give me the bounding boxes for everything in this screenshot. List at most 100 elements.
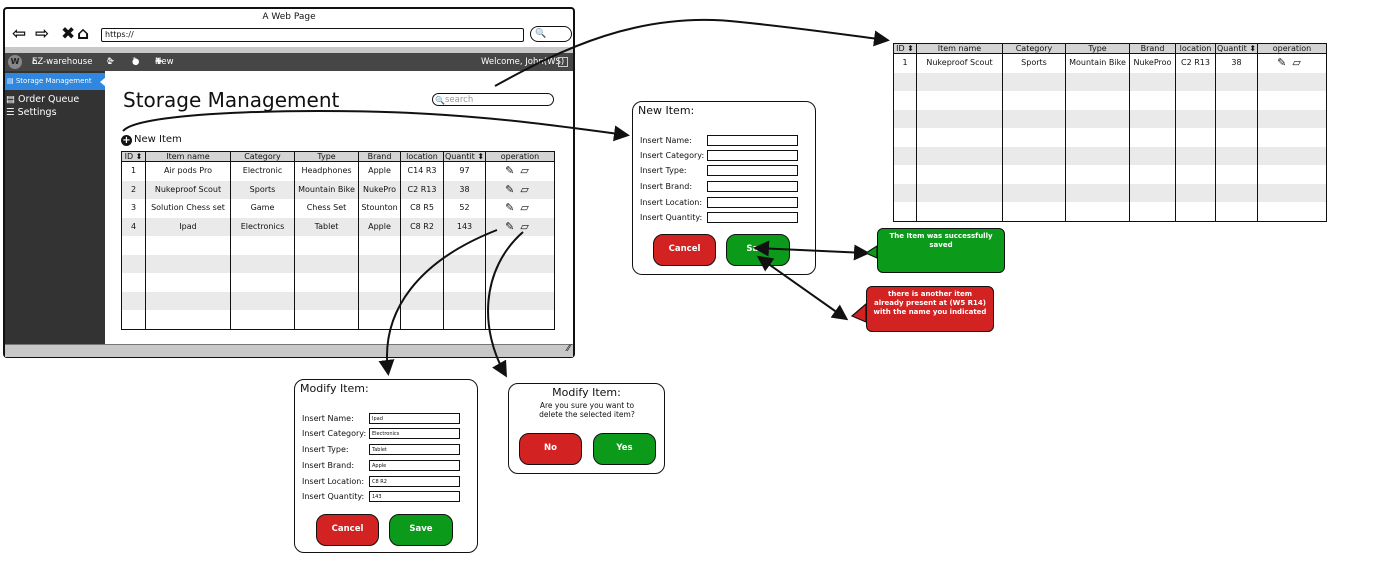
yes-button[interactable]: Yes	[593, 433, 656, 465]
resize-grip-icon[interactable]: ⁄⁄	[566, 344, 570, 354]
table-icon: ▤	[7, 77, 14, 85]
sidebar-item-settings[interactable]: ☰ Settings	[6, 107, 57, 118]
comment-bubble-icon: ●	[132, 57, 140, 67]
name-input[interactable]	[707, 135, 798, 146]
save-button[interactable]: Save	[389, 514, 453, 546]
url-input[interactable]: https://	[101, 28, 524, 42]
table-row-empty	[893, 165, 1327, 184]
location-input[interactable]: C8 R2	[369, 476, 460, 487]
new-item-dialog: New Item: Insert Name: Insert Category: …	[632, 101, 816, 275]
page-title: Storage Management	[123, 88, 340, 112]
cell-operations: ✎▱	[485, 217, 555, 236]
table-row-empty	[121, 291, 555, 310]
table-row: 4 Ipad Electronics Tablet Apple C8 R2 14…	[121, 217, 555, 236]
site-name-label: EZ-warehouse	[32, 57, 93, 67]
magnifier-icon: 🔍	[535, 29, 547, 39]
home-icon[interactable]: ⌂	[77, 24, 90, 44]
table-row-empty	[893, 128, 1327, 147]
user-avatar-icon[interactable]	[558, 57, 568, 67]
eraser-icon[interactable]: ▱	[520, 219, 535, 233]
table-row: 1 Nukeproof Scout Sports Mountain Bike N…	[893, 53, 1327, 73]
pencil-icon[interactable]: ✎	[505, 201, 521, 215]
table-row-empty	[121, 236, 555, 255]
browser-nav-row: ⇦ ⇨ ✖ ⌂ https:// 🔍	[5, 23, 573, 47]
cell-item-name: Ipad	[145, 217, 231, 236]
storage-table: ID ⬍ Item name Category Type Brand locat…	[121, 151, 555, 330]
success-toast-pointer	[864, 244, 878, 259]
field-label: Insert Category:	[302, 429, 367, 438]
sidebar: ▤ Storage Management ▤ Order Queue ☰ Set…	[5, 71, 106, 344]
plus-icon: ✚	[155, 57, 163, 67]
cell-operations: ✎▱	[1257, 53, 1327, 73]
table-row: 2 Nukeproof Scout Sports Mountain Bike N…	[121, 180, 555, 199]
field-label: Insert Name:	[640, 136, 692, 145]
browser-title: A Web Page	[262, 12, 316, 22]
search-input[interactable]: 🔍 search	[432, 93, 554, 106]
table-header-row: ID ⬍ Item name Category Type Brand locat…	[893, 43, 1327, 54]
category-input[interactable]	[707, 150, 798, 161]
quantity-input[interactable]	[707, 212, 798, 223]
pencil-icon[interactable]: ✎	[505, 219, 521, 233]
category-input[interactable]: Electronics	[369, 428, 460, 439]
sidebar-item-label: Storage Management	[15, 77, 92, 85]
arrow-save-to-error	[756, 255, 849, 321]
eraser-icon[interactable]: ▱	[520, 164, 535, 178]
type-input[interactable]: Tablet	[369, 444, 460, 455]
plus-circle-icon: +	[121, 135, 132, 146]
wordpress-logo-icon[interactable]: W	[8, 55, 22, 69]
no-button[interactable]: No	[519, 433, 582, 465]
cell-type: Tablet	[294, 217, 359, 236]
browser-status-bar: ⁄⁄	[5, 344, 573, 357]
table-row-empty	[893, 72, 1327, 91]
back-arrow-icon[interactable]: ⇦	[12, 24, 27, 44]
delete-confirm-dialog: Modify Item: Are you sure you want to de…	[508, 383, 665, 474]
cell-operations: ✎▱	[485, 180, 555, 199]
filtered-storage-table: ID ⬍ Item name Category Type Brand locat…	[893, 43, 1327, 222]
eraser-icon[interactable]: ▱	[1292, 56, 1307, 70]
eraser-icon[interactable]: ▱	[520, 201, 535, 215]
eraser-icon[interactable]: ▱	[520, 182, 535, 196]
arrow-search-to-filtered	[494, 18, 890, 87]
field-label: Insert Type:	[640, 166, 687, 175]
cancel-button[interactable]: Cancel	[653, 234, 716, 266]
col-header-operation: operation	[485, 151, 555, 162]
error-toast-pointer	[850, 302, 867, 323]
cell-brand: Apple	[358, 217, 401, 236]
table-row-empty	[893, 202, 1327, 221]
field-label: Insert Type:	[302, 445, 349, 454]
close-x-icon[interactable]: ✖	[61, 24, 76, 44]
table-row-empty	[893, 146, 1327, 165]
sidebar-item-label: Order Queue	[18, 94, 80, 105]
updates-count: 1	[107, 57, 113, 67]
field-label: Insert Category:	[640, 151, 705, 160]
cell-quantity: 143	[443, 217, 486, 236]
quantity-input[interactable]: 143	[369, 491, 460, 502]
cell-location: C2 R13	[400, 180, 444, 199]
browser-search-field[interactable]: 🔍	[530, 26, 572, 42]
cell-operations: ✎▱	[485, 199, 555, 218]
sidebar-item-storage-management[interactable]: ▤ Storage Management	[5, 73, 106, 90]
brand-input[interactable]: Apple	[369, 460, 460, 471]
pencil-icon[interactable]: ✎	[505, 164, 521, 178]
brand-input[interactable]	[707, 181, 798, 192]
field-label: Insert Brand:	[640, 182, 693, 191]
forward-arrow-icon[interactable]: ⇨	[35, 24, 50, 44]
table-row: 3 Solution Chess set Game Chess Set Stou…	[121, 199, 555, 218]
field-label: Insert Quantity:	[640, 213, 703, 222]
arrow-delete-to-confirm	[487, 231, 524, 378]
name-input[interactable]: Ipad	[369, 413, 460, 424]
delete-confirm-message: Are you sure you want to delete the sele…	[539, 401, 635, 419]
cancel-button[interactable]: Cancel	[316, 514, 379, 546]
location-input[interactable]	[707, 197, 798, 208]
sidebar-item-order-queue[interactable]: ▤ Order Queue	[6, 94, 79, 105]
home-icon: ⌂	[32, 57, 38, 67]
welcome-text[interactable]: Welcome, John(WS)	[481, 57, 565, 67]
pencil-icon[interactable]: ✎	[1277, 56, 1293, 70]
table-row-empty	[121, 310, 555, 329]
field-label: Insert Location:	[302, 477, 365, 486]
type-input[interactable]	[707, 165, 798, 176]
new-item-button[interactable]: +New Item	[121, 134, 182, 146]
pencil-icon[interactable]: ✎	[505, 182, 521, 196]
field-label: Insert Quantity:	[302, 492, 365, 501]
